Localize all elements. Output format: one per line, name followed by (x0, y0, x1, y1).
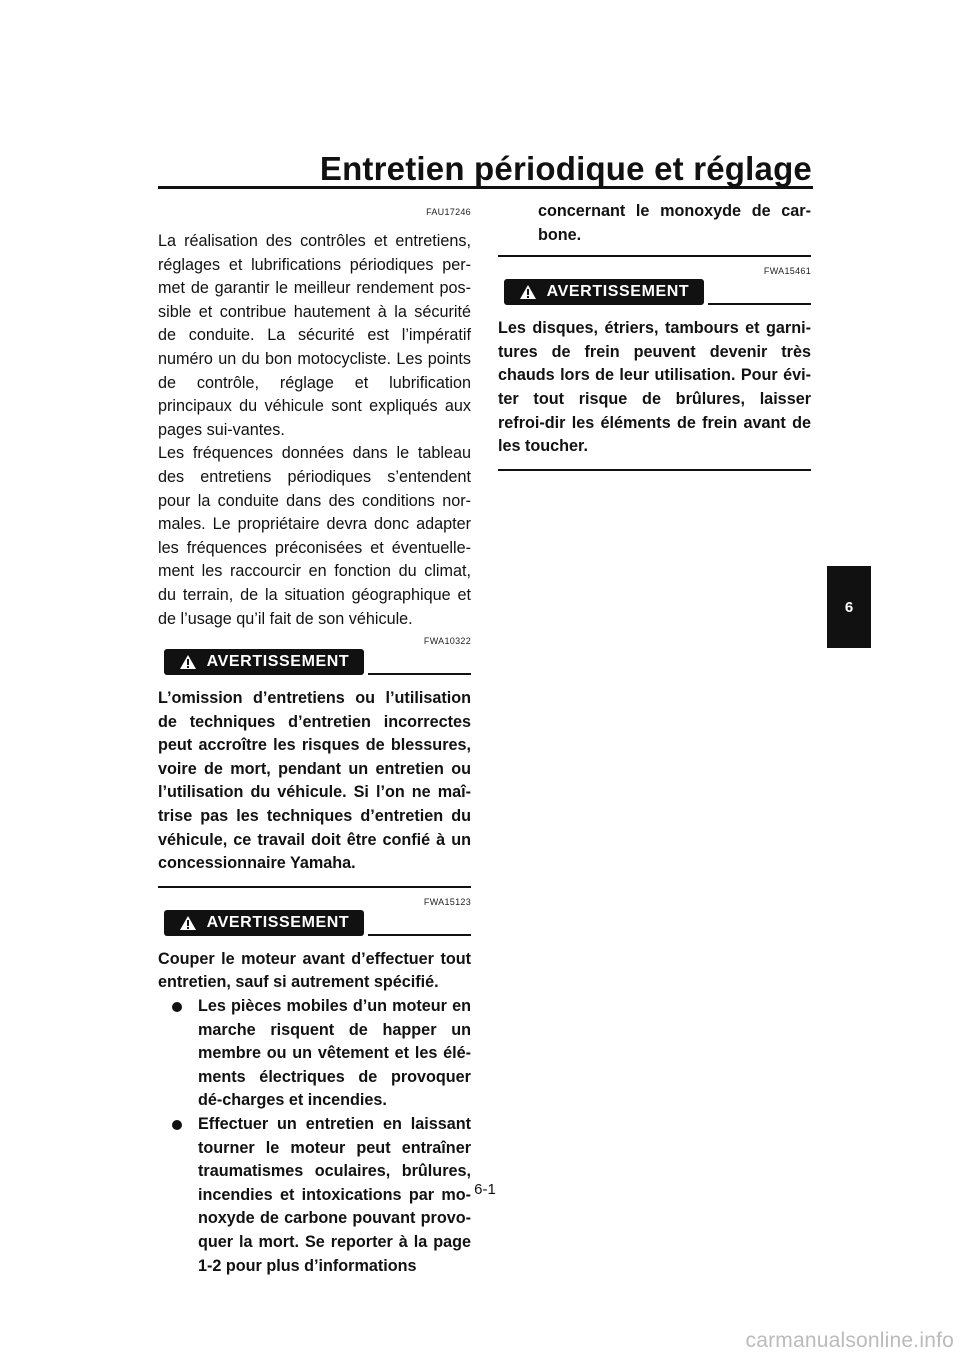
warning-badge: AVERTISSEMENT (164, 909, 364, 936)
warning-triangle-icon (179, 915, 196, 930)
intro-paragraph-2: Les fréquences données dans le tableau d… (158, 444, 471, 628)
warning-header-rule (368, 933, 471, 936)
list-item: Effectuer un entretien en laissant tourn… (168, 1113, 471, 1278)
warning-text: L’omission d’entretiens ou l’utilisation… (158, 689, 471, 873)
warning-label: AVERTISSEMENT (206, 653, 350, 671)
warning-triangle-icon (179, 655, 196, 670)
warning-header: AVERTISSEMENT (158, 909, 471, 938)
chapter-tab[interactable]: 6 (827, 566, 871, 648)
warning-end-rule (498, 468, 811, 471)
warning-header-rule (708, 303, 811, 306)
warning-triangle-icon (519, 285, 536, 300)
warning-header-rule (368, 673, 471, 676)
right-column: concernant le monoxyde de car-bone. FWA1… (498, 200, 811, 471)
warning-label: AVERTISSEMENT (206, 913, 350, 931)
warning-end-rule (158, 885, 471, 888)
left-column: FAU17246 La réalisation des contrôles et… (158, 206, 471, 1278)
bullet-icon (172, 1002, 182, 1013)
warning-label: AVERTISSEMENT (546, 283, 690, 301)
list-item: Les pièces mobiles d’un moteur en marche… (168, 995, 471, 1113)
warning-bullet-list: Les pièces mobiles d’un moteur en marche… (158, 995, 471, 1278)
warning-code: FWA15123 (423, 896, 471, 907)
page-number: 6-1 (474, 1181, 496, 1198)
watermark[interactable]: carmanualsonline.info (745, 1329, 954, 1352)
bullet-continuation: concernant le monoxyde de car-bone. (538, 202, 811, 244)
section-code: FAU17246 (426, 207, 471, 217)
warning-text: Couper le moteur avant d’effectuer tout … (158, 949, 471, 992)
warning-end-rule (498, 255, 811, 258)
warning-badge: AVERTISSEMENT (164, 649, 364, 676)
warning-text: Les disques, étriers, tambours et garni-… (498, 319, 811, 456)
warning-code: FWA10322 (423, 636, 471, 647)
page-title: Entretien périodique et réglage (319, 150, 812, 187)
warning-header: AVERTISSEMENT (158, 649, 471, 677)
bullet-icon (172, 1120, 182, 1130)
warning-header: AVERTISSEMENT (498, 279, 811, 307)
warning-code: FWA15461 (763, 266, 811, 277)
warning-badge: AVERTISSEMENT (504, 279, 704, 306)
intro-paragraph: La réalisation des contrôles et entretie… (158, 232, 471, 439)
header-rule (158, 186, 813, 189)
